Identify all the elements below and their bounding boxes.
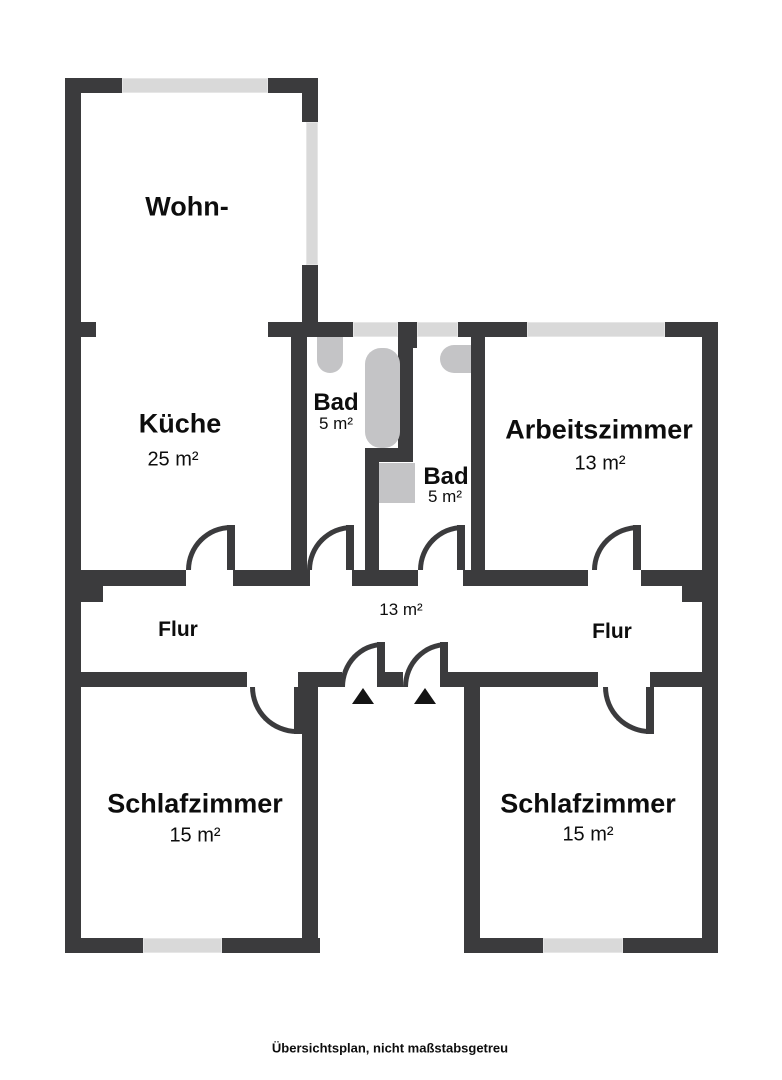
- wall-top-band-a: [268, 322, 353, 337]
- window-schlafzimmer-right: [543, 938, 623, 953]
- wall-hall-bottom-pier: [385, 672, 403, 687]
- door-leaf-arbeitszimmer: [633, 525, 641, 570]
- bathtub-fixture: [365, 348, 400, 448]
- wall-hall-top-4: [463, 570, 588, 586]
- room-area-bad-top: 5 m²: [319, 414, 353, 433]
- wall-wohn-right-upper: [302, 93, 318, 122]
- door-arc-arbeitszimmer: [592, 525, 639, 570]
- sink-fixture-bad-bottom: [440, 345, 471, 373]
- wall-hall-top-5: [641, 570, 718, 586]
- room-label-schlafzimmer-left: Schlafzimmer: [107, 788, 283, 819]
- sink-fixture-bad-top: [317, 337, 343, 373]
- door-leaf-entry-1: [377, 642, 385, 687]
- door-arc-schlafzimmer-left: [250, 687, 297, 734]
- door-arc-kueche: [186, 525, 231, 570]
- entrance-arrow-icon-2: [414, 688, 436, 704]
- wall-hall-top-3: [352, 570, 418, 586]
- room-area-schlafzimmer-right: 15 m²: [562, 823, 614, 846]
- window-bad-top-1: [353, 322, 398, 337]
- entrance-arrow-icon-1: [352, 688, 374, 704]
- door-leaf-schlafzimmer-left: [294, 687, 302, 734]
- room-area-flur: 13 m²: [379, 600, 423, 619]
- wall-schlafzimmer-left-right: [302, 672, 318, 953]
- door-leaf-entry-2: [440, 642, 448, 687]
- window-wohn-right: [306, 122, 318, 265]
- wall-top-band-b: [458, 322, 527, 337]
- door-leaf-bad-bottom: [457, 525, 465, 570]
- room-label-kueche: Küche: [138, 408, 222, 439]
- room-area-kueche: 25 m²: [147, 448, 199, 471]
- room-area-bad-bottom: 5 m²: [428, 487, 462, 506]
- wall-left-outer: [65, 78, 81, 953]
- wall-kueche-right: [291, 337, 307, 570]
- room-label-wohn: Wohn-: [145, 191, 229, 222]
- window-arbeitszimmer-top: [527, 322, 665, 337]
- wall-wohn-top-right: [268, 78, 318, 93]
- door-leaf-bad-top: [346, 525, 354, 570]
- door-leaf-schlafzimmer-right: [646, 687, 654, 734]
- wall-wohn-right-lower: [302, 265, 318, 322]
- wall-bad-divider-lower: [365, 462, 379, 570]
- wall-bottom-left-b: [222, 938, 320, 953]
- door-arc-schlafzimmer-right: [603, 687, 650, 734]
- window-wohn-top: [122, 78, 268, 93]
- room-label-bad-top: Bad: [313, 389, 359, 416]
- wall-bad-divider-upper: [398, 337, 413, 448]
- room-label-arbeitszimmer: Arbeitszimmer: [505, 414, 693, 445]
- window-schlafzimmer-left: [143, 938, 222, 953]
- wall-hall-top-1: [65, 570, 186, 586]
- wall-wohn-top-left: [65, 78, 122, 93]
- wall-schlafzimmer-right-left: [464, 672, 480, 953]
- wall-bottom-right-a: [464, 938, 543, 953]
- plan-caption: Übersichtsplan, nicht maßstabsgetreu: [271, 1040, 509, 1056]
- wall-hall-notch-left: [81, 586, 103, 602]
- wall-bottom-left-a: [65, 938, 143, 953]
- wall-hall-bottom-3: [447, 672, 598, 687]
- wall-bad-arbeitszimmer: [471, 337, 485, 570]
- wall-right-outer: [702, 322, 718, 953]
- room-label-flur-left: Flur: [158, 618, 198, 641]
- wall-bad-divider-jog: [365, 448, 413, 462]
- wall-hall-bottom-4: [650, 672, 718, 687]
- door-leaf-kueche: [227, 525, 235, 570]
- wall-hall-top-2: [233, 570, 310, 586]
- window-bad-top-2: [417, 322, 458, 337]
- wall-hall-notch-right: [682, 586, 703, 602]
- room-label-flur-right: Flur: [592, 620, 632, 643]
- wall-wohn-kueche-stub: [81, 322, 96, 337]
- room-area-schlafzimmer-left: 15 m²: [169, 824, 221, 847]
- wall-bottom-right-b: [623, 938, 718, 953]
- room-label-bad-bottom: Bad: [423, 463, 469, 490]
- shower-fixture: [379, 463, 415, 503]
- room-area-arbeitszimmer: 13 m²: [574, 452, 626, 475]
- wall-hall-bottom-1: [65, 672, 247, 687]
- room-label-schlafzimmer-right: Schlafzimmer: [500, 788, 676, 819]
